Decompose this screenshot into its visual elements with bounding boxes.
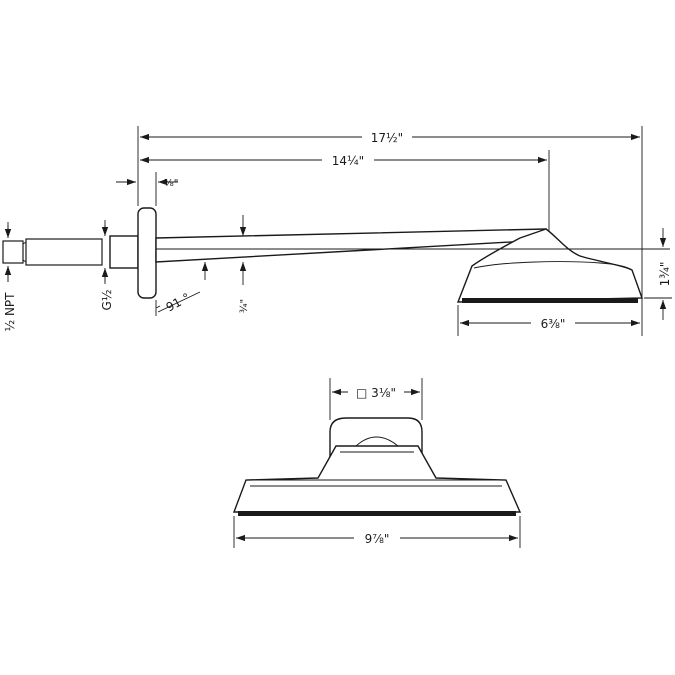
shower-head-front xyxy=(232,445,522,516)
dim-inlet-thread-label: ½ NPT xyxy=(3,292,17,332)
connector-nut xyxy=(109,235,139,269)
dim-arm-diameter: ¾" xyxy=(239,215,250,313)
dim-head-depth: 6⅜" xyxy=(460,315,640,331)
shower-head-side xyxy=(456,228,643,303)
dim-outlet-thread: G½ xyxy=(100,220,114,310)
dim-angle: 91 ° xyxy=(155,262,209,315)
dim-head-width-label: 9⅞" xyxy=(365,532,390,546)
dim-square-size-label: □ 3⅛" xyxy=(356,386,396,400)
threaded-inlet-pipe xyxy=(2,238,103,266)
dim-overall-length-label: 17½" xyxy=(371,131,403,145)
wall-flange xyxy=(137,207,157,299)
dim-head-depth-label: 6⅜" xyxy=(541,317,566,331)
dim-inlet-thread: ½ NPT xyxy=(3,222,17,332)
dim-head-height-label: 1¾" xyxy=(658,262,672,287)
dim-flange-thickness: ⅝" xyxy=(116,178,178,189)
dim-flange-thickness-label: ⅝" xyxy=(164,178,178,189)
dim-square-size: □ 3⅛" xyxy=(332,383,420,401)
dim-arm-length: 14¼" xyxy=(140,151,547,169)
dim-head-width: 9⅞" xyxy=(236,529,518,547)
dim-angle-label: 91 ° xyxy=(164,290,193,314)
side-view: 17½" 14¼" ⅝" ¾" 91 ° xyxy=(2,126,672,336)
dim-arm-length-label: 14¼" xyxy=(332,154,364,168)
dim-head-height: 1¾" xyxy=(658,228,672,320)
dim-overall-length: 17½" xyxy=(140,128,640,146)
dim-arm-diameter-label: ¾" xyxy=(239,299,250,313)
front-view: □ 3⅛" 9⅞" xyxy=(232,378,522,548)
dim-outlet-thread-label: G½ xyxy=(100,290,114,311)
